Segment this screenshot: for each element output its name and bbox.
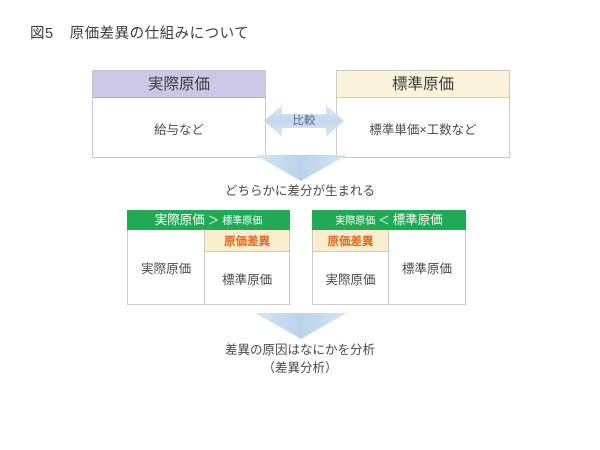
- variance-over-left-column: 実際原価: [128, 230, 206, 304]
- variance-under-left-column: 原価差異 実際原価: [313, 230, 389, 304]
- analysis-caption: 差異の原因はなにかを分析 （差異分析）: [0, 341, 600, 377]
- variance-under-variance-cell: 原価差異: [313, 230, 388, 253]
- variance-under-header-right: 標準原価: [392, 213, 443, 227]
- variance-under-standard-cell: 標準原価: [401, 261, 452, 276]
- compare-double-arrow-icon: [264, 98, 344, 144]
- figure-title-text: 原価差異の仕組みについて: [69, 26, 250, 42]
- analysis-caption-line1: 差異の原因はなにかを分析: [224, 343, 375, 357]
- variance-under-actual-cell: 実際原価: [325, 272, 376, 287]
- variance-over-header: 実際原価＞標準原価: [127, 210, 290, 230]
- variance-over-right-column: 原価差異 標準原価: [205, 230, 289, 304]
- down-arrow-analysis-icon: [255, 313, 347, 339]
- variance-under-operator: ＜: [378, 215, 390, 227]
- analysis-caption-line2: （差異分析）: [262, 361, 338, 375]
- variance-over-actual-cell: 実際原価: [141, 261, 192, 276]
- variance-over-header-left: 実際原価: [154, 213, 205, 227]
- variance-over-operator: ＞: [207, 215, 220, 227]
- difference-caption: どちらかに差分が生まれる: [224, 184, 375, 198]
- variance-over-standard-cell: 標準原価: [222, 272, 273, 287]
- standard-cost-box: 標準原価 標準単価×工数など: [336, 70, 510, 158]
- variance-under-body: 原価差異 実際原価 標準原価: [312, 230, 466, 305]
- figure-number: 図5: [30, 26, 54, 42]
- variance-over-variance-cell: 原価差異: [205, 230, 289, 253]
- figure-title: 図5 原価差異の仕組みについて: [30, 22, 249, 43]
- actual-cost-header: 実際原価: [93, 71, 265, 98]
- variance-box-over: 実際原価＞標準原価 実際原価 原価差異 標準原価: [127, 210, 290, 305]
- actual-cost-body: 給与など: [153, 122, 204, 137]
- actual-cost-box: 実際原価 給与など: [92, 70, 266, 158]
- variance-under-header: 実際原価＜標準原価: [312, 210, 466, 230]
- compare-label: 比較: [292, 115, 316, 127]
- variance-over-body: 実際原価 原価差異 標準原価: [127, 230, 290, 305]
- variance-under-header-left: 実際原価: [335, 216, 376, 227]
- standard-cost-header: 標準原価: [337, 71, 509, 98]
- variance-under-right-column: 標準原価: [389, 230, 465, 304]
- variance-over-header-right: 標準原価: [222, 216, 263, 227]
- variance-box-under: 実際原価＜標準原価 原価差異 実際原価 標準原価: [312, 210, 466, 305]
- down-arrow-difference-icon: [255, 155, 347, 181]
- standard-cost-body: 標準単価×工数など: [369, 122, 477, 137]
